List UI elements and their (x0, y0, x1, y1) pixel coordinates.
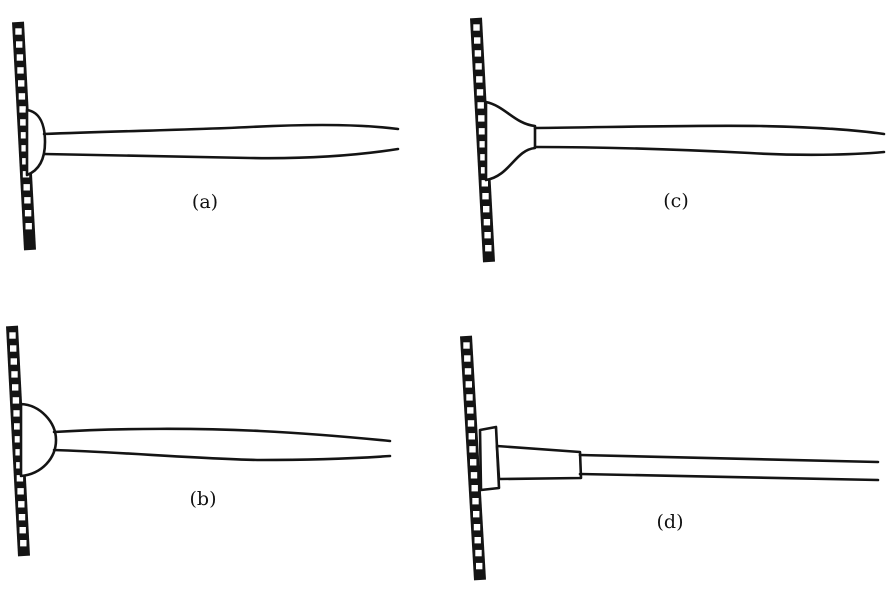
board-hole (475, 549, 482, 557)
solder-joint (19, 402, 58, 478)
board-hole (470, 472, 478, 479)
wire-top-edge (42, 123, 400, 136)
perforated-board (6, 325, 30, 557)
board-hole (14, 423, 21, 430)
wire-top-edge (52, 427, 392, 443)
board-hole (18, 80, 25, 87)
board-hole (485, 245, 492, 252)
board-hole (473, 511, 480, 518)
board-hole (480, 167, 488, 174)
board-hole (468, 433, 475, 440)
board-hole (474, 537, 481, 544)
sleeve-body (495, 444, 583, 481)
board-hole (473, 524, 481, 531)
wire-top-edge (578, 453, 880, 464)
board-hole (23, 184, 30, 191)
board-hole (16, 54, 24, 61)
board-hole (16, 462, 23, 469)
board-hole (14, 436, 22, 443)
board-hole (16, 41, 23, 48)
board-hole (15, 449, 22, 456)
panel-d: (d) (460, 335, 880, 581)
board-hole (476, 562, 483, 570)
board-hole (464, 368, 472, 375)
perforated-board (460, 335, 486, 581)
board-hole (482, 193, 489, 200)
board-hole (478, 115, 485, 122)
board-hole (480, 154, 487, 161)
board-hole (477, 102, 484, 109)
board-hole (466, 394, 473, 401)
board-hole (484, 232, 491, 239)
board-hole (483, 219, 491, 226)
panel-b: (b) (6, 325, 392, 557)
board-hole (476, 76, 483, 83)
solder-joint (484, 100, 537, 182)
board-hole (12, 397, 20, 404)
board-hole (18, 501, 25, 508)
board-hole (476, 89, 484, 96)
board-hole (20, 119, 27, 126)
board-hole (20, 540, 27, 547)
board-hole (474, 50, 482, 57)
perforated-board (12, 21, 36, 251)
board-hole (479, 141, 486, 148)
board-hole (478, 128, 486, 135)
board-hole (15, 28, 22, 35)
board-hole (475, 63, 482, 70)
board-hole (20, 132, 28, 139)
wire-top-edge (533, 124, 886, 136)
board-hole (469, 446, 476, 453)
board-hole (483, 206, 490, 213)
panel-label: (a) (192, 191, 218, 213)
board-hole (481, 180, 488, 187)
board-hole (25, 223, 32, 230)
board-hole (19, 106, 26, 113)
perforated-board (470, 17, 495, 263)
board-hole (471, 485, 478, 492)
solder-joint (25, 108, 47, 177)
board-hole (21, 145, 28, 152)
board-hole (473, 24, 480, 31)
board-hole (9, 332, 16, 339)
board-hole (12, 384, 19, 391)
board-hole (24, 197, 31, 204)
wire-bottom-edge (52, 448, 392, 462)
sleeve-flange (478, 425, 501, 492)
board-hole (13, 410, 20, 417)
board-hole (474, 37, 481, 44)
board-hole (18, 93, 26, 100)
panel-label: (d) (657, 511, 684, 533)
board-hole (472, 498, 479, 505)
board-hole (18, 514, 26, 521)
board-hole (17, 488, 24, 495)
board-hole (463, 342, 470, 349)
board-hole (24, 210, 32, 217)
panel-label: (c) (663, 190, 688, 212)
board-hole (464, 355, 471, 362)
board-hole (11, 371, 18, 378)
board-hole (470, 459, 477, 466)
board-hole (465, 381, 472, 388)
panel-c: (c) (470, 17, 886, 263)
panel-a: (a) (12, 21, 400, 251)
board-hole (19, 527, 26, 534)
board-hole (17, 67, 24, 74)
wire-bottom-edge (533, 145, 886, 157)
board-hole (467, 407, 474, 414)
wire-bottom-edge (578, 472, 880, 482)
board-hole (16, 475, 24, 482)
wire-bottom-edge (42, 147, 400, 160)
board-hole (467, 420, 475, 427)
panel-label: (b) (190, 488, 217, 510)
board-hole (10, 345, 17, 352)
board-hole (10, 358, 17, 365)
board-hole (22, 158, 29, 165)
